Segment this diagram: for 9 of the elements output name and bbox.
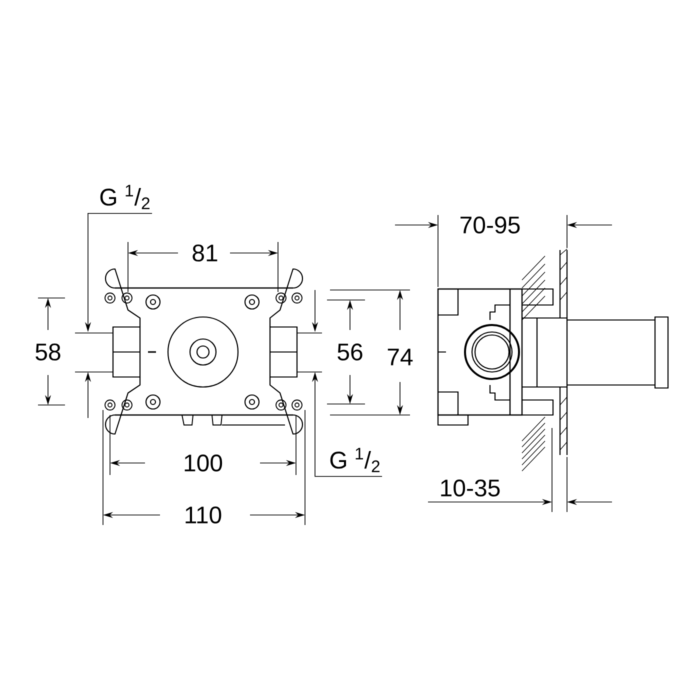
dimension-label: 58 — [36, 344, 60, 360]
dimension-label: 70-95 — [460, 216, 520, 234]
dimension-label: 10-35 — [441, 480, 500, 496]
dimension-label: 110 — [186, 506, 222, 524]
front-view-drawing — [104, 268, 304, 435]
dimension-label: 56 — [338, 344, 362, 360]
thread-label: G $^{1}$/$_{2}$ — [100, 184, 150, 210]
thread-label: G $^{1}$/$_{2}$ — [330, 448, 380, 472]
dimension-label: 74 — [388, 348, 413, 366]
